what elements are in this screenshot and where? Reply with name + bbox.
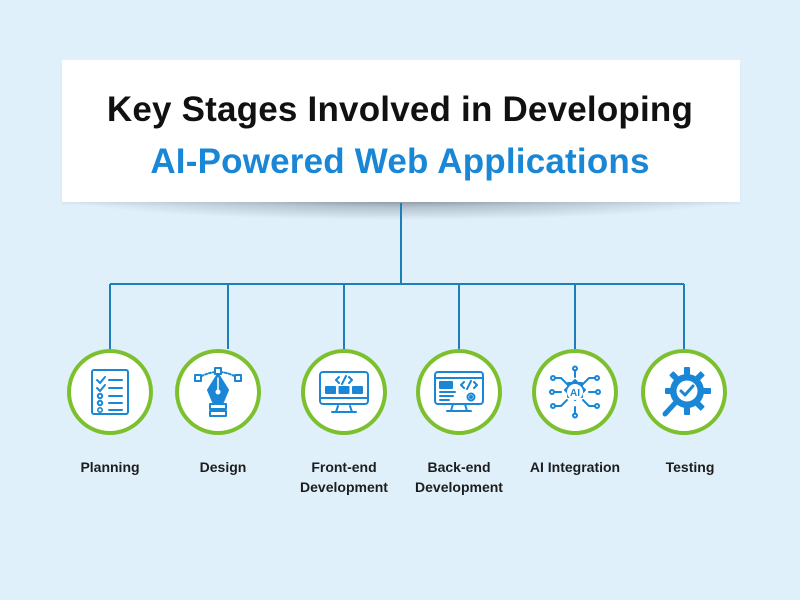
stage-label-backend: Back-end Development [415, 459, 503, 495]
backend-monitor-icon [434, 371, 484, 412]
stage-ai-circle: AI [532, 349, 618, 435]
checklist-icon [91, 369, 129, 415]
stage-label-planning: Planning [80, 459, 140, 475]
svg-text:AI: AI [570, 388, 580, 399]
frontend-monitor-icon [319, 371, 369, 413]
title-line-1: Key Stages Involved in Developing [106, 90, 694, 129]
stage-label-frontend: Front-end Development [300, 459, 388, 495]
pen-tool-icon [194, 367, 242, 417]
stage-testing-circle [641, 349, 727, 435]
stage-design-circle [175, 349, 261, 435]
stage-label-design: Design [199, 459, 247, 475]
gear-check-icon [662, 367, 711, 417]
title-line-2: AI-Powered Web Applications [150, 142, 650, 181]
stage-frontend-circle [301, 349, 387, 435]
title-card [62, 60, 740, 202]
stage-label-ai-integration: AI Integration [529, 459, 621, 475]
ai-chip-icon: AI [549, 365, 601, 419]
stage-backend-circle [416, 349, 502, 435]
stage-planning-circle [67, 349, 153, 435]
stage-label-testing: Testing [665, 459, 715, 475]
